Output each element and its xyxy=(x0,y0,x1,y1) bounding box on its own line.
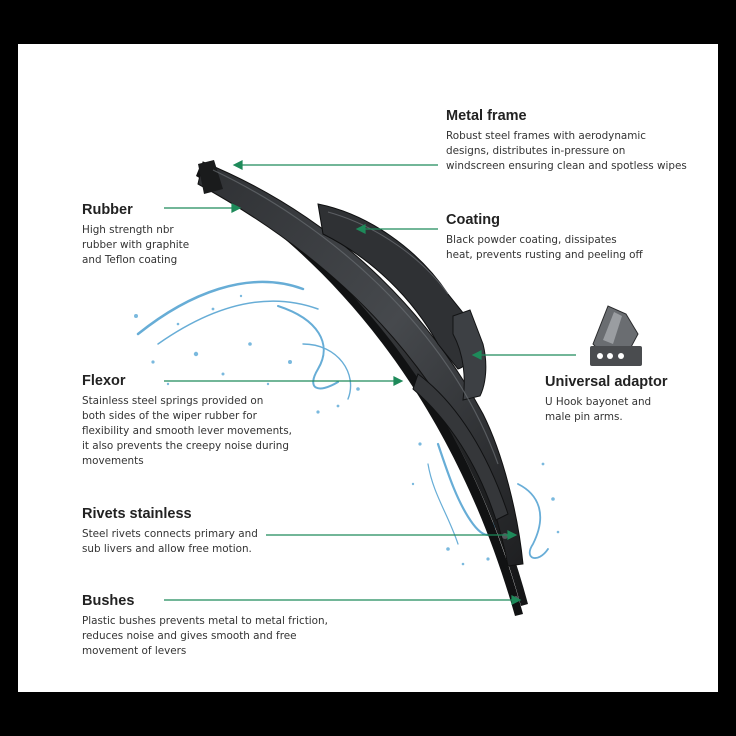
rivet-mark xyxy=(502,533,508,539)
callout-title: Coating xyxy=(446,212,500,228)
callout-title: Bushes xyxy=(82,593,135,609)
end-cap xyxy=(198,160,223,194)
water-droplets xyxy=(134,294,560,566)
callout-desc: High strength nbr rubber with graphite a… xyxy=(82,224,190,266)
metal-frame xyxy=(197,161,524,567)
adaptor-block xyxy=(452,309,487,401)
callout-desc: Black powder coating, dissipates heat, p… xyxy=(446,234,643,261)
diagram-canvas: Metal frame Robust steel frames with aer… xyxy=(18,44,718,692)
callout-desc: U Hook bayonet and male pin arms. xyxy=(545,396,652,423)
water-splash xyxy=(136,280,549,559)
callout-title: Metal frame xyxy=(446,108,527,124)
callout-desc: Steel rivets connects primary and sub li… xyxy=(82,528,258,555)
callout-title: Flexor xyxy=(82,373,126,389)
callout-flexor: Flexor Stainless steel springs provided … xyxy=(82,373,292,469)
universal-adaptor-icon xyxy=(590,305,642,366)
callout-title: Universal adaptor xyxy=(545,374,668,390)
callout-rubber: Rubber High strength nbr rubber with gra… xyxy=(82,202,189,268)
callout-desc: Robust steel frames with aerodynamic des… xyxy=(446,130,687,172)
callout-universal-adaptor: Universal adaptor U Hook bayonet and mal… xyxy=(545,374,668,425)
leader-lines xyxy=(164,160,576,605)
callout-metal-frame: Metal frame Robust steel frames with aer… xyxy=(446,108,687,174)
callout-coating: Coating Black powder coating, dissipates… xyxy=(446,212,643,263)
sub-lever-lower xyxy=(412,373,509,521)
callout-rivets-stainless: Rivets stainless Steel rivets connects p… xyxy=(82,506,258,557)
callout-desc: Plastic bushes prevents metal to metal f… xyxy=(82,615,328,657)
callout-title: Rubber xyxy=(82,202,133,218)
callout-bushes: Bushes Plastic bushes prevents metal to … xyxy=(82,593,328,659)
wiper-blade-illustration xyxy=(134,160,642,616)
callout-desc: Stainless steel springs provided on both… xyxy=(82,395,292,467)
callout-title: Rivets stainless xyxy=(82,506,192,522)
